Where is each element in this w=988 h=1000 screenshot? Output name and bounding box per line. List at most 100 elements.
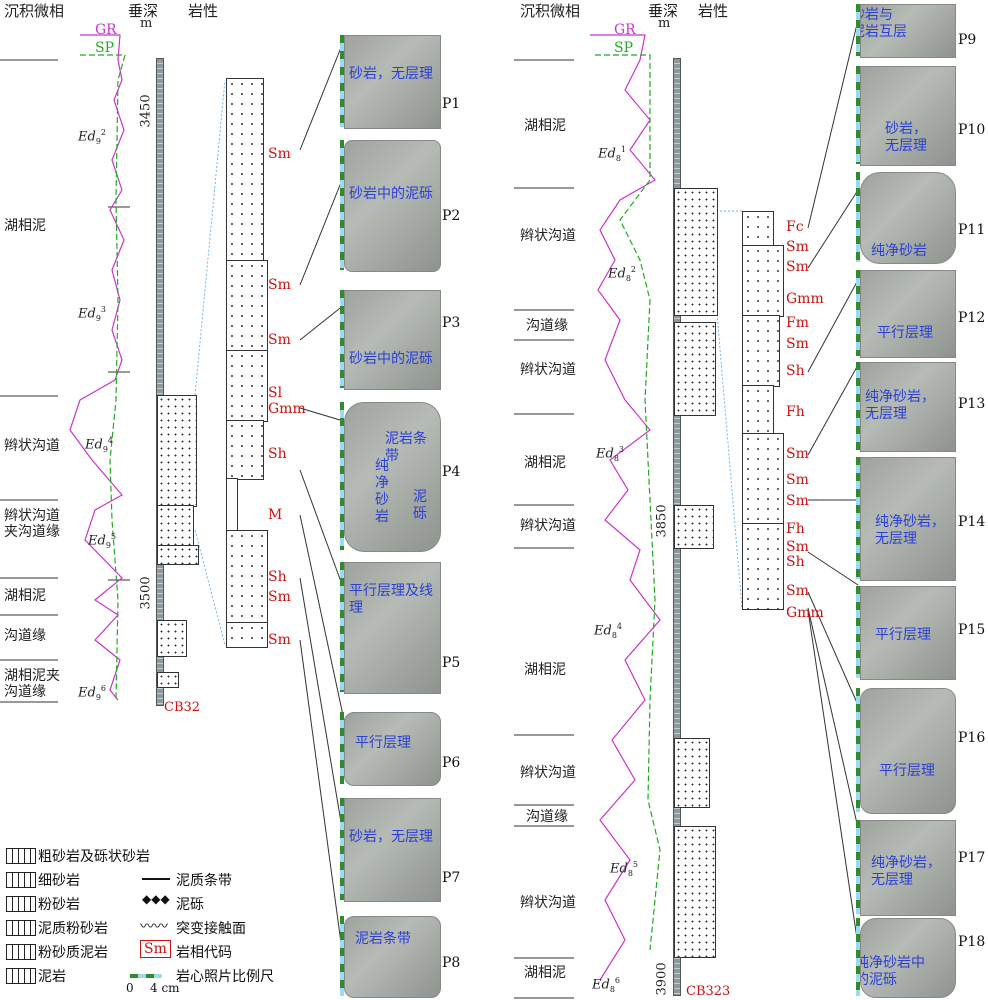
photo-scale-p4 [340, 402, 344, 550]
core-photo-p14: 纯净砂岩， 无层理 [860, 457, 956, 581]
photo-label-p2: P2 [442, 208, 461, 224]
right-zone-6: 辫状沟道 [520, 518, 576, 534]
photo-label-p5: P5 [442, 655, 461, 671]
left-unit-4: Ed95 [88, 532, 116, 550]
photo-label-p15: P15 [958, 622, 986, 638]
photo-scale-p10 [856, 66, 860, 164]
legend-label-facies-code: 岩相代码 [176, 945, 232, 961]
left-unit-2: Ed93 [78, 305, 106, 323]
legend-swatch-mudstone [6, 968, 36, 984]
photo-label-p11: P11 [958, 222, 986, 238]
right-depth-header: 垂深 [648, 2, 679, 20]
right-code-14: Sh [786, 554, 805, 570]
photo-caption-p15: 平行层理 [875, 627, 931, 643]
photo-caption-p18: 纯净砂岩中 的泥砾 [860, 955, 925, 988]
left-code-1: Sm [268, 146, 291, 162]
right-facies-header: 沉积微相 [520, 2, 581, 20]
right-core-section-5 [742, 433, 784, 525]
photo-caption-p8: 泥岩条带 [355, 931, 411, 947]
photo-caption-p6: 平行层理 [355, 735, 411, 751]
core-photo-p7: 砂岩，无层理 [344, 798, 441, 902]
right-code-4: Gmm [786, 291, 824, 307]
left-lith-column-c [157, 545, 199, 565]
core-photo-p11: 纯净砂岩 [860, 172, 956, 264]
photo-label-p10: P10 [958, 122, 986, 138]
right-code-5: Fm [786, 315, 809, 331]
right-gr-label: GR [614, 22, 636, 38]
left-unit-5: Ed96 [78, 684, 106, 702]
core-photo-p17: 纯净砂岩， 无层理 [860, 820, 956, 916]
right-core-section-1 [742, 211, 774, 247]
photo-label-p9: P9 [958, 32, 977, 48]
left-lithology-header: 岩性 [188, 2, 219, 20]
left-core-section-5 [226, 530, 268, 624]
core-photo-p15: 平行层理 [860, 586, 956, 680]
right-unit-3: Ed83 [596, 445, 624, 463]
left-zone-1: 湖相泥 [4, 218, 46, 234]
photo-scale-p13 [856, 362, 860, 450]
right-code-1: Fc [786, 219, 804, 235]
legend-label-mud-band: 泥质条带 [176, 873, 232, 889]
core-photo-p16: 平行层理 [860, 688, 956, 814]
left-code-3: Sm [268, 332, 291, 348]
left-core-section-4 [226, 420, 264, 480]
left-gr-label: GR [95, 22, 117, 38]
left-zone-3: 辫状沟道 夹沟道缘 [4, 508, 60, 540]
left-code-4: Sl [268, 385, 283, 401]
right-code-13: Sm [786, 539, 809, 555]
right-unit-4: Ed84 [594, 622, 622, 640]
photo-caption-p11: 纯净砂岩 [871, 243, 927, 259]
left-lith-column-d [157, 620, 187, 657]
core-photo-p3: 砂岩中的泥砾 [344, 290, 441, 390]
right-zone-8: 辫状沟道 [520, 765, 576, 781]
right-core-section-3 [742, 315, 780, 387]
right-zone-9: 沟道缘 [526, 809, 568, 825]
photo-scale-p15 [856, 586, 860, 678]
right-lithology-header: 岩性 [698, 2, 729, 20]
left-core-section-1 [226, 78, 264, 262]
left-zone-2: 辫状沟道 [4, 438, 60, 454]
left-sp-label: SP [95, 40, 115, 56]
left-core-section-6 [226, 622, 268, 648]
core-photo-p13: 纯净砂岩， 无层理 [860, 362, 956, 452]
legend-label-mud-clast: 泥砾 [176, 897, 204, 913]
photo-label-p6: P6 [442, 755, 461, 771]
photo-caption-p1: 砂岩，无层理 [349, 66, 433, 82]
photo-caption-p16: 平行层理 [879, 763, 935, 779]
right-zone-10: 辫状沟道 [520, 895, 576, 911]
core-photo-p2: 砂岩中的泥砾 [344, 140, 441, 272]
left-code-6: Sh [268, 446, 287, 462]
legend-label-abrupt-contact: 突变接触面 [176, 921, 246, 937]
left-code-7: M [268, 507, 283, 523]
right-depth-3850: 3850 [654, 504, 670, 538]
core-photo-p5: 平行层理及线理 [344, 562, 441, 694]
left-core-mud [226, 478, 238, 532]
core-photo-p12: 平行层理 [860, 270, 956, 358]
legend-swatch-fine-sandstone [6, 872, 36, 888]
left-zone-6: 湖相泥夹 沟道缘 [4, 668, 60, 700]
left-code-10: Sm [268, 632, 291, 648]
left-depth-3500: 3500 [138, 576, 154, 610]
photo-label-p18: P18 [958, 934, 986, 950]
left-facies-header: 沉积微相 [4, 2, 65, 20]
legend-swatch-muddy-siltstone [6, 920, 36, 936]
photo-label-p14: P14 [958, 514, 986, 530]
photo-caption-p9: 砂岩与 泥岩互层 [861, 7, 907, 40]
photo-scale-p16 [856, 688, 860, 812]
facies-code-icon: Sm [140, 940, 171, 958]
left-unit-3: Ed94 [85, 436, 113, 454]
photo-scale-p2 [340, 140, 344, 270]
photo-scale-p7 [340, 798, 344, 900]
photo-caption-p4-mudband: 泥岩条带 [385, 431, 427, 464]
right-code-3: Sm [786, 259, 809, 275]
right-code-7: Sh [786, 363, 805, 379]
scale-zero-label: 0 [126, 981, 134, 995]
right-lith-column-b [674, 322, 716, 416]
left-depth-header: 垂深 [128, 2, 159, 20]
legend-label-silty-mudstone: 粉砂质泥岩 [38, 945, 108, 961]
left-lith-column-b [157, 505, 194, 547]
photo-caption-p7: 砂岩，无层理 [349, 829, 433, 845]
photo-scale-p3 [340, 290, 344, 388]
scale-4cm-label: 4 cm [150, 981, 180, 995]
